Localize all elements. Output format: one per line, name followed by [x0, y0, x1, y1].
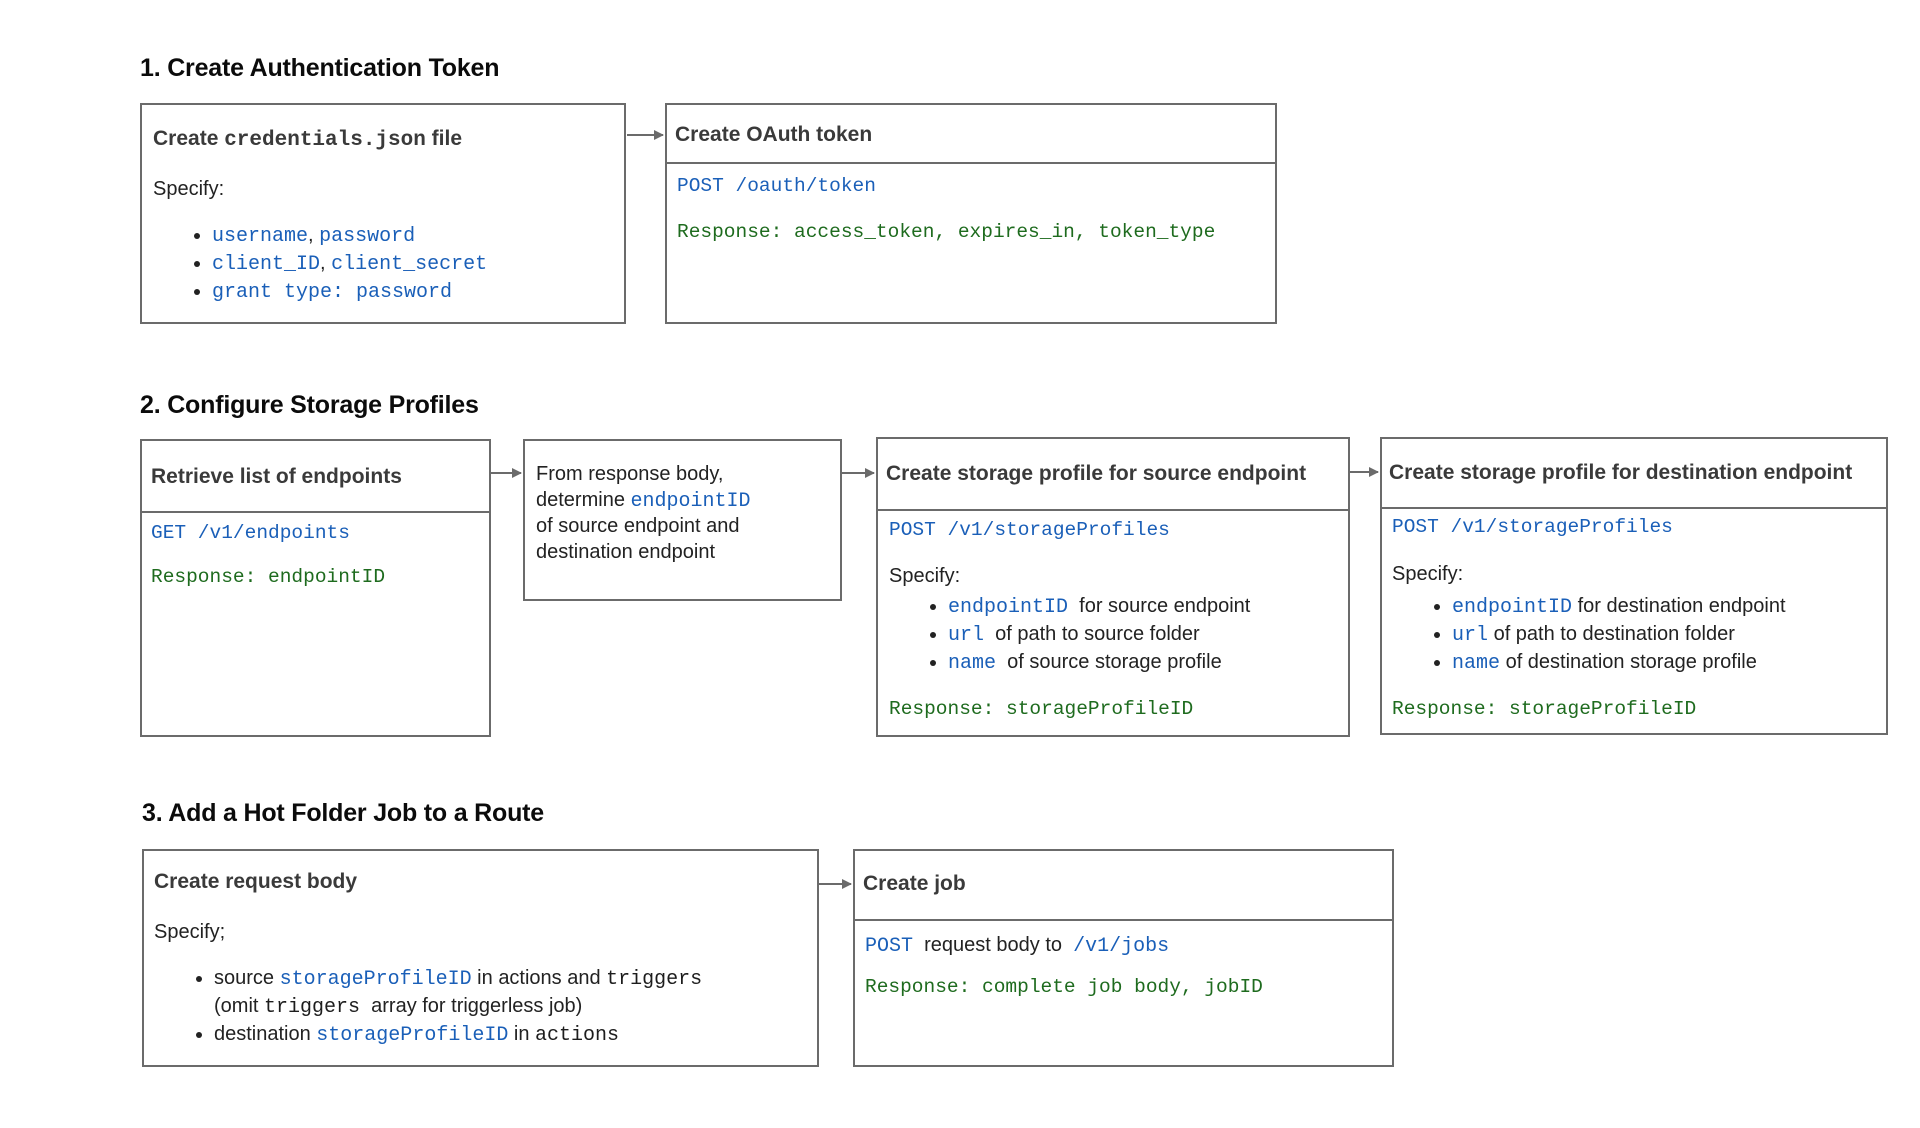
list-item: destination storageProfileID in actions: [214, 1021, 702, 1049]
source-profile-response: Response: storageProfileID: [889, 698, 1194, 720]
source-profile-request: POST /v1/storageProfiles: [889, 519, 1170, 541]
box-header: [1382, 439, 1886, 509]
create-job-response: Response: complete job body, jobID: [865, 976, 1263, 998]
actions-text: actions: [498, 967, 562, 989]
destination-profile-title: Create storage profile for destination e…: [1389, 461, 1853, 484]
destination-profile-box: Create storage profile for destination e…: [1380, 437, 1888, 735]
endpointid-code: endpointID: [630, 490, 751, 513]
retrieve-endpoints-box: Retrieve list of endpoints GET /v1/endpo…: [140, 439, 491, 737]
create-job-box: Create job POST request body to /v1/jobs…: [853, 849, 1394, 1067]
specify-label: Specify:: [153, 178, 225, 200]
destination-profile-list: endpointID for destination endpoint url …: [1426, 593, 1786, 677]
title-prefix: Create: [153, 127, 225, 150]
create-job-request: POST request body to /v1/jobs: [865, 932, 1169, 960]
create-oauth-box: Create OAuth token POST /oauth/token Res…: [665, 103, 1277, 324]
list-item: source storageProfileID in actions and t…: [214, 965, 702, 1021]
list-item: endpointID for source endpoint: [948, 593, 1250, 621]
request-body-list: source storageProfileID in actions and t…: [188, 965, 702, 1049]
box-header: [142, 441, 489, 513]
triggers-code: triggers: [264, 996, 361, 1019]
item-text: for source endpoint: [1068, 595, 1251, 617]
jobs-path-code: /v1/jobs: [1073, 935, 1170, 958]
specify-label: Specify;: [154, 921, 226, 943]
list-item: client_ID, client_secret: [212, 250, 487, 278]
list-item: name of destination storage profile: [1452, 649, 1786, 677]
item-text: in: [471, 967, 499, 989]
source-profile-list: endpointID for source endpoint url of pa…: [922, 593, 1250, 677]
oauth-response: Response: access_token, expires_in, toke…: [677, 221, 1216, 243]
password-code: password: [319, 225, 416, 248]
item-text: of source storage profile: [996, 651, 1222, 673]
title-suffix: file: [425, 127, 463, 150]
storageprofileid-code: storageProfileID: [279, 968, 472, 991]
separator: ,: [308, 224, 320, 246]
item-text: for destination endpoint: [1572, 595, 1786, 617]
create-oauth-title: Create OAuth token: [675, 123, 873, 146]
source-profile-title: Create storage profile for source endpoi…: [886, 462, 1307, 485]
destination-profile-response: Response: storageProfileID: [1392, 698, 1697, 720]
determine-endpoint-box: From response body, determine endpointID…: [523, 439, 842, 601]
source-profile-box: Create storage profile for source endpoi…: [876, 437, 1350, 737]
determine-text: determine: [536, 489, 631, 511]
section-2-heading: 2. Configure Storage Profiles: [140, 391, 479, 419]
post-code: POST: [865, 935, 914, 958]
separator: ,: [320, 252, 332, 274]
endpointid-code: endpointID: [948, 596, 1069, 619]
grant-type-code: grant type: password: [212, 281, 453, 304]
create-job-title: Create job: [863, 872, 966, 895]
specify-label: Specify:: [1392, 563, 1464, 585]
credentials-list: username, password client_ID, client_sec…: [186, 222, 487, 306]
request-body-title: Create request body: [154, 870, 358, 893]
url-code: url: [1452, 624, 1489, 647]
destination-profile-request: POST /v1/storageProfiles: [1392, 516, 1673, 538]
box-header: [855, 851, 1392, 921]
endpoints-response: Response: endpointID: [151, 566, 386, 588]
create-credentials-box: Create credentials.json file Specify: us…: [140, 103, 626, 324]
name-code: name: [948, 652, 997, 675]
section-1-heading: 1. Create Authentication Token: [140, 54, 500, 82]
item-text: and: [561, 967, 607, 989]
list-item: name of source storage profile: [948, 649, 1250, 677]
item-text: of path to source folder: [984, 623, 1200, 645]
item-text: in: [508, 1023, 536, 1045]
client-secret-code: client_secret: [331, 253, 488, 276]
box-header: [667, 105, 1275, 164]
retrieve-endpoints-title: Retrieve list of endpoints: [151, 465, 402, 488]
storageprofileid-code: storageProfileID: [316, 1024, 509, 1047]
endpoints-request: GET /v1/endpoints: [151, 522, 350, 544]
triggers-code: triggers: [606, 968, 703, 991]
section-3-heading: 3. Add a Hot Folder Job to a Route: [142, 799, 545, 827]
url-code: url: [948, 624, 985, 647]
list-item: url of path to source folder: [948, 621, 1250, 649]
list-item: endpointID for destination endpoint: [1452, 593, 1786, 621]
item-text: source: [214, 967, 280, 989]
item-text: of path to destination folder: [1488, 623, 1735, 645]
request-body-box: Create request body Specify; source stor…: [142, 849, 819, 1067]
determine-line-1: From response body,: [536, 463, 724, 485]
actions-code: actions: [535, 1024, 620, 1047]
specify-label: Specify:: [889, 565, 961, 587]
item-text: (omit: [214, 995, 264, 1017]
list-item: username, password: [212, 222, 487, 250]
create-credentials-title: Create credentials.json file: [153, 127, 462, 152]
item-text: destination: [214, 1023, 317, 1045]
determine-line-4: destination endpoint: [536, 541, 716, 563]
name-code: name: [1452, 652, 1501, 675]
list-item: grant type: password: [212, 278, 487, 306]
endpointid-code: endpointID: [1452, 596, 1573, 619]
item-text: array for triggerless job): [360, 995, 583, 1017]
determine-line-2: determine endpointID: [536, 487, 751, 515]
oauth-request: POST /oauth/token: [677, 175, 876, 197]
client-id-code: client_ID: [212, 253, 321, 276]
credentials-filename: credentials.json: [224, 129, 426, 152]
username-code: username: [212, 225, 309, 248]
determine-line-3: of source endpoint and: [536, 515, 740, 537]
request-text: request body to: [913, 934, 1074, 956]
box-header: [878, 439, 1348, 511]
list-item: url of path to destination folder: [1452, 621, 1786, 649]
item-text: of destination storage profile: [1500, 651, 1757, 673]
